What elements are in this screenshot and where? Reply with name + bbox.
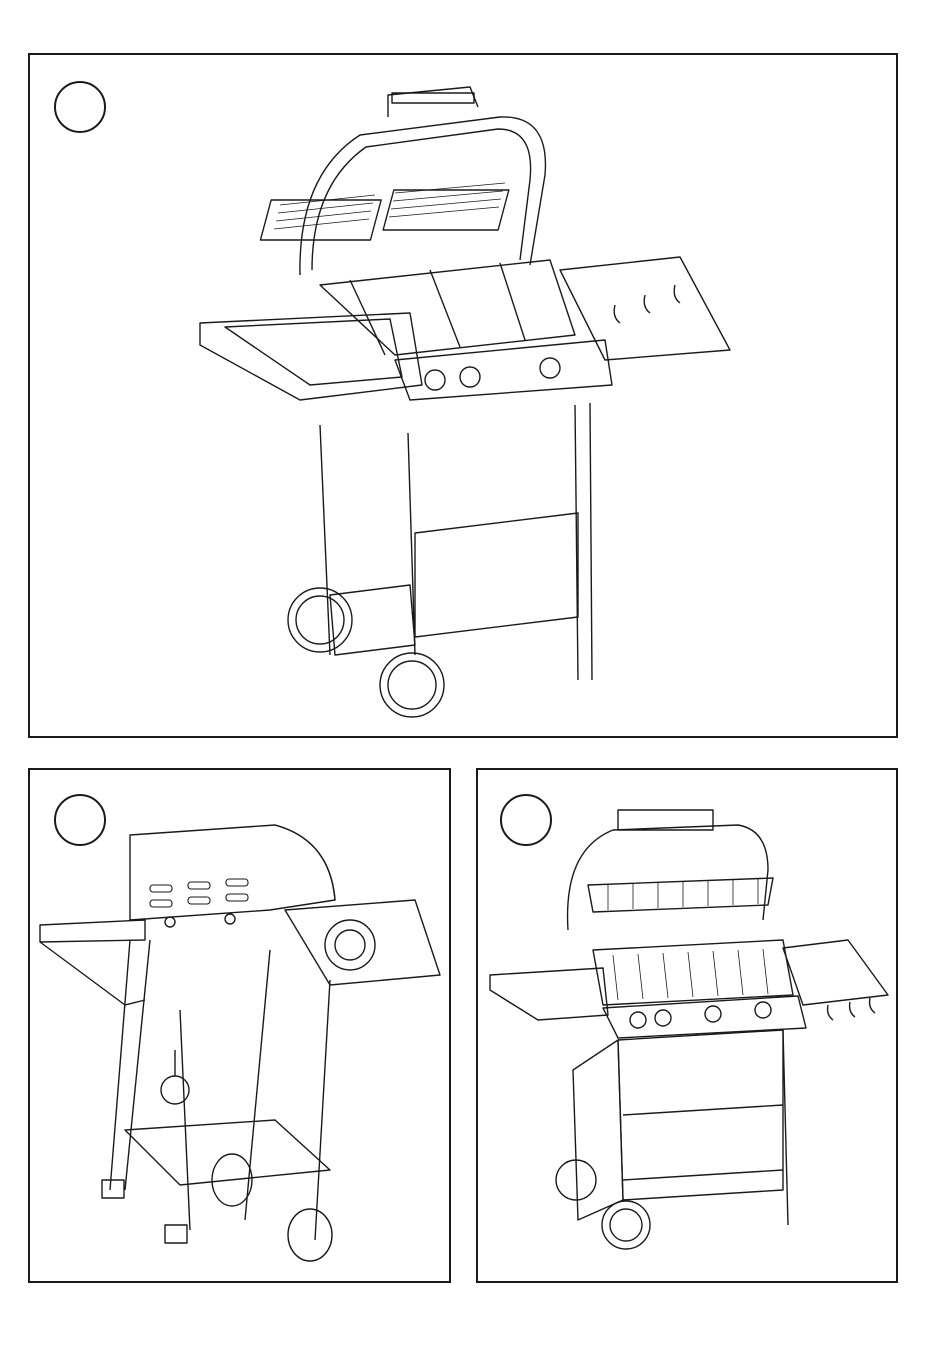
cart-bottom-shelf <box>330 585 415 655</box>
control-knob-3 <box>705 1006 721 1022</box>
open-grill-illustration <box>30 55 896 736</box>
control-panel <box>395 340 612 400</box>
wheel-2 <box>288 1209 332 1261</box>
control-knob-1 <box>630 1012 646 1028</box>
control-knob-3 <box>540 358 560 378</box>
knob-hole-1 <box>165 917 175 927</box>
bottom-shelf <box>125 1120 330 1185</box>
right-side-shelf <box>560 257 730 360</box>
right-side-shelf <box>783 940 888 1005</box>
tool-hook-1 <box>614 305 620 323</box>
cart-front-panel <box>415 513 578 637</box>
left-side-shelf <box>490 968 608 1020</box>
cart-leg-right <box>783 1030 788 1225</box>
tool-hook-1 <box>828 1005 833 1020</box>
control-knob-1 <box>425 370 445 390</box>
left-shelf <box>40 920 145 942</box>
frame-leg-3 <box>315 980 330 1240</box>
frame-leg-4 <box>180 1010 190 1230</box>
cart-side-panel <box>573 1040 623 1220</box>
regulator-icon <box>161 1076 189 1104</box>
vent-slots <box>150 879 248 907</box>
cart-leg-front-left-inner <box>408 433 415 655</box>
side-burner <box>325 920 375 970</box>
knob-hole-2 <box>225 914 235 924</box>
control-knob-2 <box>460 367 480 387</box>
figure-panel-cart-assembly <box>28 768 451 1283</box>
leg-foot-1 <box>102 1180 124 1198</box>
tool-hook-3 <box>870 998 875 1013</box>
control-knob-2 <box>655 1010 671 1026</box>
figure-panel-open-grill <box>28 53 898 738</box>
figure-panel-assembled-grill <box>476 768 898 1283</box>
frame-leg-2 <box>245 950 270 1220</box>
cart-leg-front-left <box>320 425 330 655</box>
control-panel <box>603 996 806 1038</box>
wheel-rear <box>288 588 352 652</box>
leg-foot-2 <box>165 1225 187 1243</box>
assembled-grill-illustration <box>478 770 896 1281</box>
frame-leg-1 <box>110 940 130 1190</box>
tool-hook-2 <box>644 295 650 313</box>
control-knob-4 <box>755 1002 771 1018</box>
grill-lid <box>568 825 768 930</box>
cart-assembly-illustration <box>30 770 449 1281</box>
wheel-front <box>602 1201 650 1249</box>
warming-rack <box>588 878 773 912</box>
wheel-front <box>380 653 444 717</box>
firebox <box>320 260 575 355</box>
right-shelf <box>285 900 440 985</box>
tool-hook-3 <box>674 285 680 303</box>
tool-hook-2 <box>850 1002 855 1017</box>
lid-handle-bar <box>392 93 474 103</box>
lid-handle <box>388 87 478 117</box>
grill-lid <box>300 117 546 275</box>
